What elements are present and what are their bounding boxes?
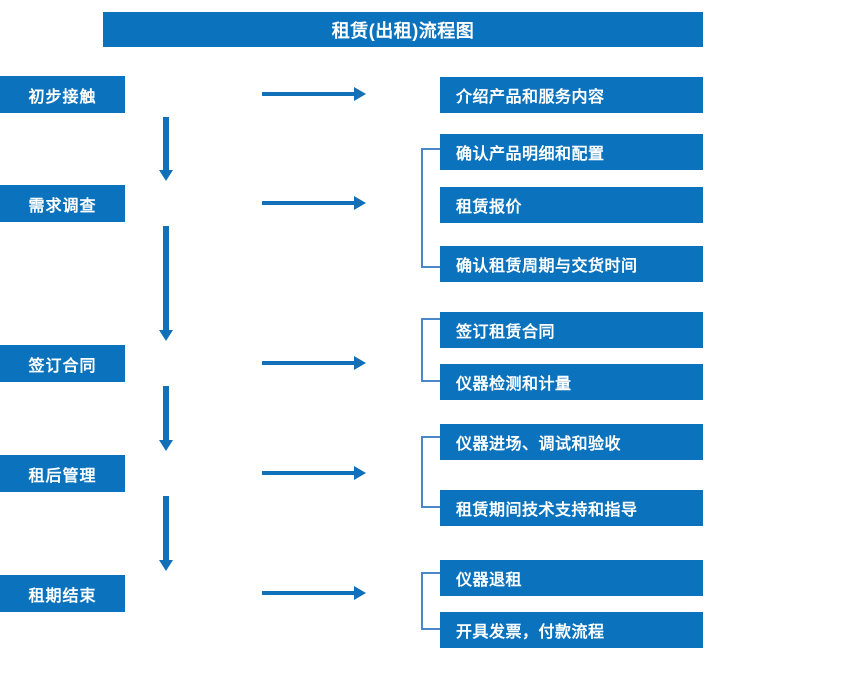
group-bracket-sign-contract bbox=[421, 318, 440, 382]
flow-arrow-stage2-to-stage3 bbox=[159, 226, 173, 341]
flow-arrow-stage1-to-stage2 bbox=[159, 117, 173, 181]
detail-arrow-stage2 bbox=[262, 196, 366, 210]
stage-box-post-rental-mgmt[interactable]: 租后管理 bbox=[0, 455, 125, 492]
detail-box-invoice-payment[interactable]: 开具发票，付款流程 bbox=[440, 612, 703, 648]
detail-box-introduce-products[interactable]: 介绍产品和服务内容 bbox=[440, 77, 703, 113]
detail-box-instrument-onsite[interactable]: 仪器进场、调试和验收 bbox=[440, 424, 703, 460]
detail-box-confirm-period[interactable]: 确认租赁周期与交货时间 bbox=[440, 246, 703, 282]
stage-box-needs-survey[interactable]: 需求调查 bbox=[0, 185, 125, 222]
detail-box-confirm-spec-config[interactable]: 确认产品明细和配置 bbox=[440, 134, 703, 170]
detail-box-instrument-inspect[interactable]: 仪器检测和计量 bbox=[440, 364, 703, 400]
detail-arrow-stage5 bbox=[262, 586, 366, 600]
group-bracket-post-rental-mgmt bbox=[421, 436, 440, 508]
detail-arrow-stage1 bbox=[262, 87, 366, 101]
group-bracket-lease-end bbox=[421, 572, 440, 630]
detail-arrow-stage3 bbox=[262, 356, 366, 370]
stage-box-initial-contact[interactable]: 初步接触 bbox=[0, 76, 125, 113]
group-bracket-needs-survey bbox=[421, 148, 440, 268]
detail-box-rental-quotation[interactable]: 租赁报价 bbox=[440, 187, 703, 223]
stage-box-sign-contract[interactable]: 签订合同 bbox=[0, 345, 125, 382]
detail-box-tech-support[interactable]: 租赁期间技术支持和指导 bbox=[440, 490, 703, 526]
detail-box-sign-rental-contract[interactable]: 签订租赁合同 bbox=[440, 312, 703, 348]
flow-arrow-stage4-to-stage5 bbox=[159, 496, 173, 571]
stage-box-lease-end[interactable]: 租期结束 bbox=[0, 575, 125, 612]
detail-arrow-stage4 bbox=[262, 466, 366, 480]
detail-box-instrument-return[interactable]: 仪器退租 bbox=[440, 560, 703, 596]
flow-arrow-stage3-to-stage4 bbox=[159, 386, 173, 451]
flowchart-title: 租赁(出租)流程图 bbox=[103, 12, 703, 47]
